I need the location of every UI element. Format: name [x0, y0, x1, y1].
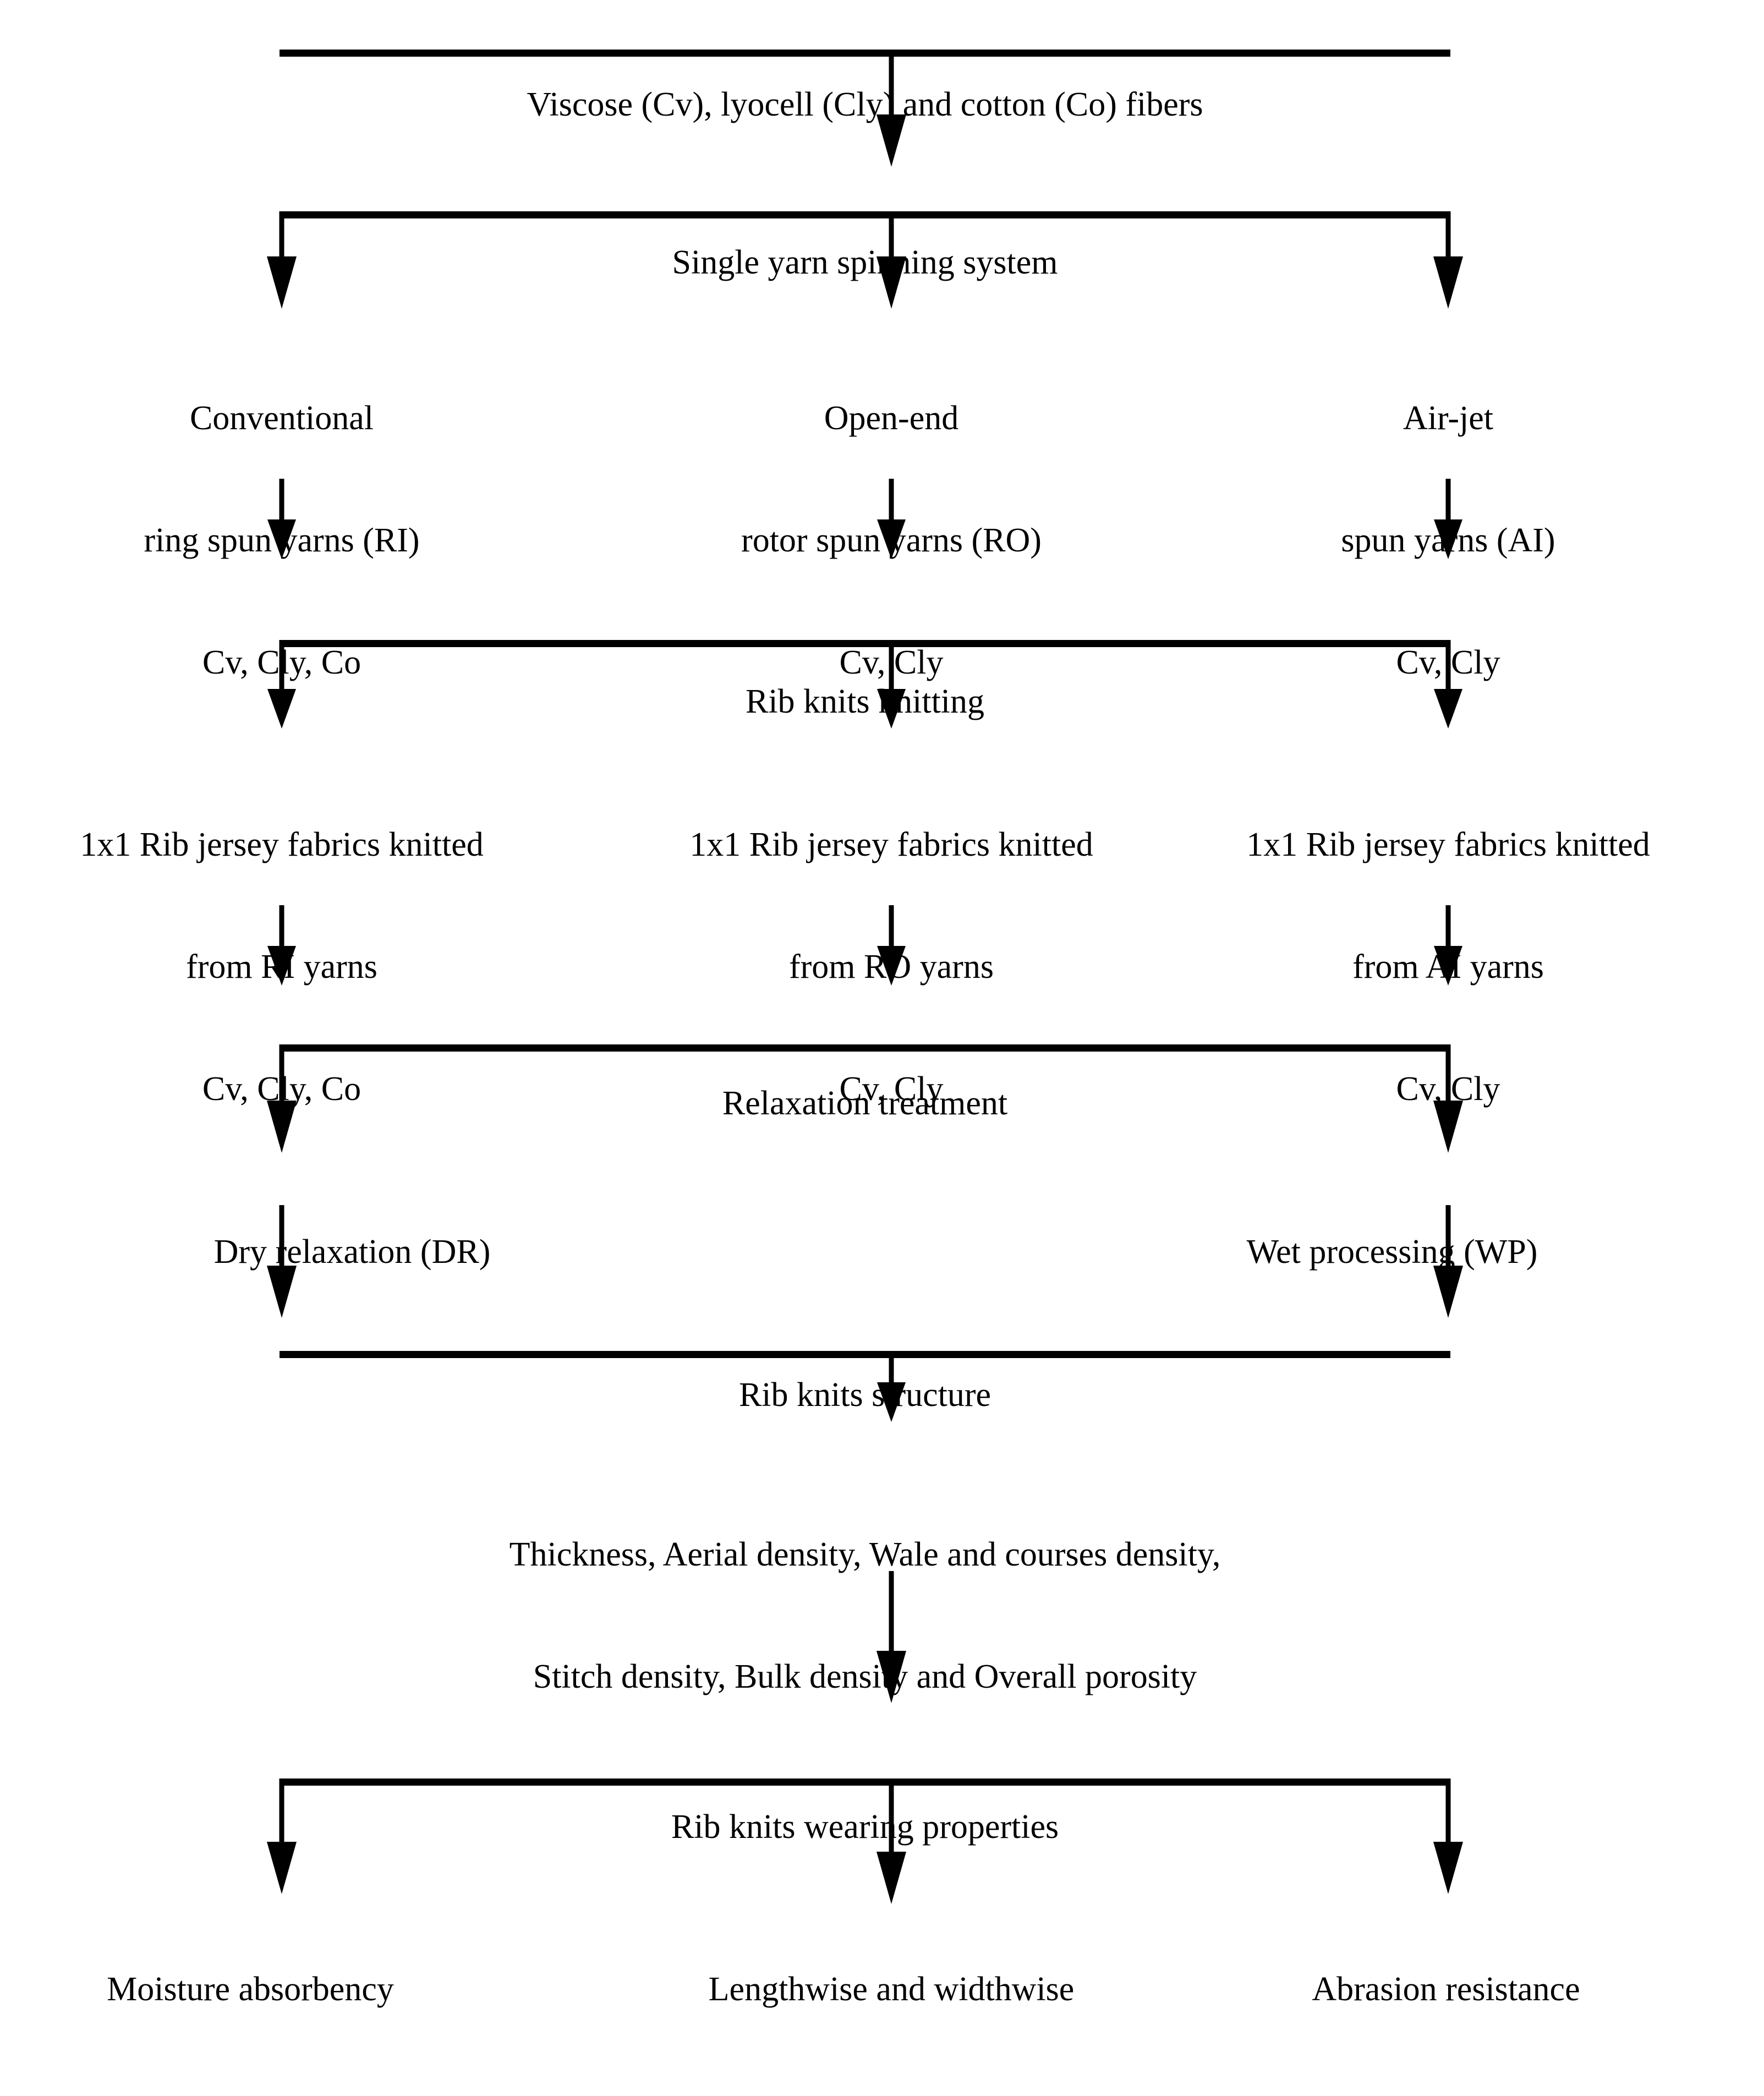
arrow-dry-to-structure	[267, 1266, 297, 1318]
arrow-airjet-to-knitting	[1434, 519, 1462, 559]
connector-structure-to-props	[889, 1351, 894, 1385]
arrow-props-to-wearing	[876, 1651, 906, 1703]
node-yarn-rotor: Open-end rotor spun yarns (RO) Cv, Cly	[616, 316, 1166, 764]
arrow-wet-to-structure	[1433, 1266, 1463, 1318]
bar-under-spinning-system	[280, 211, 1450, 218]
arrow-fabric-ai-to-relaxation	[1434, 946, 1462, 986]
node-fabric-ro-line1: 1x1 Rib jersey fabrics knitted	[689, 826, 1093, 863]
bar-under-wearing-properties	[280, 1778, 1450, 1786]
connector-fabric-ai-to-relaxation	[1445, 905, 1451, 949]
node-fabric-ai-line1: 1x1 Rib jersey fabrics knitted	[1246, 826, 1650, 863]
node-yarn-ring-line1: Conventional	[189, 400, 374, 437]
node-relaxation-treatment-line1: Relaxation treatment	[722, 1085, 1008, 1122]
connector-wearing-to-prop-center	[889, 1778, 894, 1856]
arrow-wearing-to-prop-right	[1433, 1842, 1463, 1894]
connector-fabric-ro-to-relaxation	[889, 905, 894, 949]
bar-under-rib-knitting	[280, 640, 1450, 647]
connector-relaxation-to-wet	[1445, 1044, 1451, 1105]
arrow-wearing-to-prop-left	[267, 1842, 297, 1894]
node-prop-left-line1: Moisture absorbency	[107, 1971, 394, 2008]
node-wearing-properties-line1: Rib knits wearing properties	[671, 1808, 1059, 1846]
node-prop-right: Abrasion resistance Pilling propensity	[1171, 1887, 1721, 2096]
connector-wet-to-structure	[1445, 1205, 1451, 1270]
arrow-fibers-to-spinning	[876, 114, 906, 167]
arrow-structure-to-props	[877, 1382, 906, 1422]
node-fabric-ai: 1x1 Rib jersey fabrics knitted from AI y…	[1157, 743, 1740, 1191]
node-dry-relaxation-line1: Dry relaxation (DR)	[213, 1233, 491, 1271]
node-yarn-rotor-line3: Cv, Cly	[839, 644, 944, 681]
connector-knitting-to-fabric-ai	[1445, 640, 1451, 693]
node-yarn-rotor-line1: Open-end	[824, 400, 959, 437]
arrow-knitting-to-fabric-ri	[267, 689, 296, 729]
node-rib-knitting: Rib knits knitting	[260, 600, 1470, 803]
connector-knitting-to-fabric-ro	[889, 640, 894, 693]
arrow-knitting-to-fabric-ai	[1434, 689, 1462, 729]
arrow-fabric-ro-to-relaxation	[877, 946, 906, 986]
node-prop-center: Lengthwise and widthwise tensile propert…	[589, 1887, 1194, 2096]
connector-spinning-to-ring	[279, 211, 284, 263]
node-fabric-ri: 1x1 Rib jersey fabrics knitted from RI y…	[0, 743, 573, 1191]
node-rib-structure-line1: Rib knits structure	[738, 1376, 991, 1414]
bar-under-rib-structure	[280, 1351, 1450, 1358]
node-prop-right-line2: Pilling propensity	[1171, 2091, 1721, 2096]
arrow-relaxation-to-dry	[267, 1101, 297, 1153]
node-prop-center-line2: tensile properties	[589, 2091, 1194, 2096]
arrow-knitting-to-fabric-ro	[877, 689, 906, 729]
node-spinning-system: Single yarn spinning system	[260, 161, 1470, 364]
connector-spinning-to-airjet	[1445, 211, 1451, 263]
node-wearing-properties: Rib knits wearing properties	[260, 1725, 1470, 1929]
node-structure-properties-line1: Thickness, Aerial density, Wale and cour…	[509, 1536, 1221, 1573]
connector-fibers-to-spinning	[889, 50, 894, 119]
node-yarn-rotor-line2: rotor spun yarns (RO)	[741, 522, 1042, 559]
node-relaxation-treatment: Relaxation treatment	[260, 1002, 1470, 1205]
connector-rotor-to-knitting	[889, 479, 894, 523]
arrow-relaxation-to-wet	[1433, 1101, 1463, 1153]
connector-props-to-wearing	[889, 1571, 894, 1659]
connector-airjet-to-knitting	[1445, 479, 1451, 523]
node-yarn-airjet-line1: Air-jet	[1403, 400, 1494, 437]
node-prop-left-line2: Air permeability	[0, 2091, 525, 2096]
bar-under-relaxation-treatment	[280, 1044, 1450, 1052]
connector-wearing-to-prop-left	[279, 1778, 284, 1846]
node-yarn-ring: Conventional ring spun yarns (RI) Cv, Cl…	[7, 316, 557, 764]
connector-spinning-to-rotor	[889, 211, 894, 263]
node-prop-center-line1: Lengthwise and widthwise	[708, 1971, 1075, 2008]
node-prop-right-line1: Abrasion resistance	[1312, 1971, 1580, 2008]
connector-dry-to-structure	[279, 1205, 284, 1270]
arrow-fabric-ri-to-relaxation	[267, 946, 296, 986]
node-prop-left: Moisture absorbency Air permeability	[0, 1887, 525, 2096]
node-yarn-ring-line3: Cv, Cly, Co	[202, 644, 361, 681]
connector-knitting-to-fabric-ri	[279, 640, 284, 693]
arrow-spinning-to-airjet	[1433, 256, 1463, 309]
node-fabric-ri-line1: 1x1 Rib jersey fabrics knitted	[80, 826, 484, 863]
arrow-spinning-to-rotor	[876, 256, 906, 309]
bar-under-fibers	[280, 50, 1450, 57]
arrow-spinning-to-ring	[267, 256, 297, 309]
arrow-ring-to-knitting	[267, 519, 296, 559]
arrow-wearing-to-prop-center	[876, 1852, 906, 1904]
node-fibers: Viscose (Cv), lyocell (Cly) and cotton (…	[260, 3, 1470, 206]
node-wet-processing-line1: Wet processing (WP)	[1246, 1233, 1538, 1271]
connector-ring-to-knitting	[279, 479, 284, 523]
node-fabric-ro-line3: Cv, Cly	[839, 1070, 944, 1108]
node-structure-properties-line2: Stitch density, Bulk density and Overall…	[533, 1658, 1197, 1695]
connector-relaxation-to-dry	[279, 1044, 284, 1105]
node-wet-processing: Wet processing (WP)	[1117, 1150, 1667, 1354]
node-yarn-airjet-line3: Cv, Cly	[1396, 644, 1500, 681]
node-dry-relaxation: Dry relaxation (DR)	[77, 1150, 627, 1354]
node-fibers-line1: Viscose (Cv), lyocell (Cly) and cotton (…	[527, 86, 1203, 123]
node-fabric-ri-line2: from RI yarns	[186, 948, 377, 986]
arrow-rotor-to-knitting	[877, 519, 906, 559]
node-rib-knitting-line1: Rib knits knitting	[745, 683, 985, 720]
node-fabric-ri-line3: Cv, Cly, Co	[202, 1070, 361, 1108]
connector-wearing-to-prop-right	[1445, 1778, 1451, 1846]
node-spinning-system-line1: Single yarn spinning system	[672, 244, 1058, 281]
connector-fabric-ri-to-relaxation	[279, 905, 284, 949]
